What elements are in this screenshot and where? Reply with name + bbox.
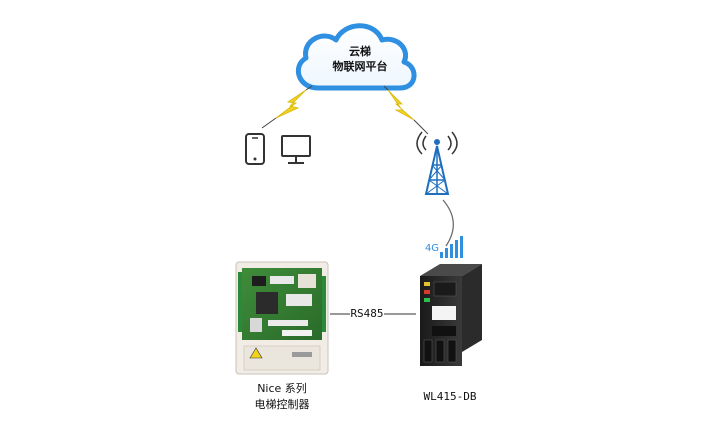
cloud-label-line1: 云梯: [349, 45, 371, 58]
controller-label-line2: 电梯控制器: [254, 398, 310, 411]
antenna-tower-icon: [416, 131, 458, 195]
lightning-icon: [275, 89, 307, 119]
link-line-left-top: [305, 85, 313, 91]
cloud-label-line2: 物联网平台: [332, 60, 388, 73]
gateway-label: WL415-DB: [423, 390, 477, 403]
link-line-right: [413, 119, 429, 135]
rs485-label: RS485: [350, 307, 384, 320]
link-line-left: [261, 117, 277, 129]
phone-icon: [245, 133, 265, 165]
lightning-icon: [387, 89, 415, 121]
elevator-controller: [235, 261, 329, 375]
link-line-right-top: [383, 85, 389, 91]
antenna-cable: [442, 199, 454, 247]
controller-label-line1: Nice 系列: [257, 382, 307, 395]
signal-bars-icon: [440, 236, 463, 258]
cloud-icon: [295, 23, 417, 91]
monitor-icon: [281, 135, 311, 164]
gateway-device: [420, 264, 482, 366]
signal-label: 4G: [424, 243, 440, 254]
